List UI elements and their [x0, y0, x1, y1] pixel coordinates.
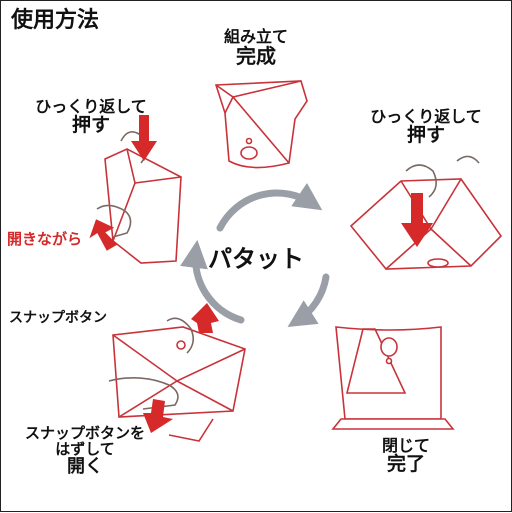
- step-label-flip-left: ひっくり返して 押す: [11, 97, 171, 136]
- step-label-line: ひっくり返して: [35, 97, 147, 116]
- illustration-closed: [331, 326, 455, 430]
- step-label-line: 閉じて: [381, 436, 430, 455]
- step-label-assembled: 組み立て 完成: [201, 27, 311, 68]
- illustration-snap: [108, 317, 246, 442]
- cycle-arrows: [180, 182, 330, 327]
- cycle-arrow-right: [287, 273, 330, 327]
- step-label-line: 押す: [71, 113, 110, 136]
- open-arrow: [89, 219, 118, 251]
- step-label-unsnap: スナップボタンを はずして 開く: [5, 424, 165, 477]
- step-label-flip-right: ひっくり返して 押す: [341, 107, 511, 146]
- snap-arrow-up: [191, 303, 219, 333]
- push-arrow-right: [401, 193, 433, 247]
- cycle-arrow-top: [216, 182, 323, 232]
- step-label-line: はずして: [55, 439, 115, 458]
- step-label-line: ひっくり返して: [370, 107, 482, 126]
- cycle-arrow-left: [180, 239, 245, 324]
- step-label-line: 開く: [67, 455, 103, 477]
- step-label-line: スナップボタンを: [24, 424, 145, 442]
- step-label-line: 押す: [406, 123, 445, 146]
- center-label: パタット: [208, 245, 304, 273]
- step-label-line: 組み立て: [223, 27, 288, 46]
- step-label-open: 開きながら: [7, 230, 83, 248]
- illustration-flip-right: [349, 155, 503, 270]
- step-label-closed: 閉じて 完了: [351, 436, 461, 475]
- snap-arrow-down: [143, 399, 173, 433]
- step-label-line: 完了: [386, 452, 425, 475]
- step-label-line: 完成: [236, 43, 276, 68]
- step-label-snap-button: スナップボタン: [9, 310, 107, 326]
- illustration-assembled: [214, 80, 308, 169]
- push-arrow-left: [131, 115, 157, 161]
- page-title: 使用方法: [11, 8, 100, 33]
